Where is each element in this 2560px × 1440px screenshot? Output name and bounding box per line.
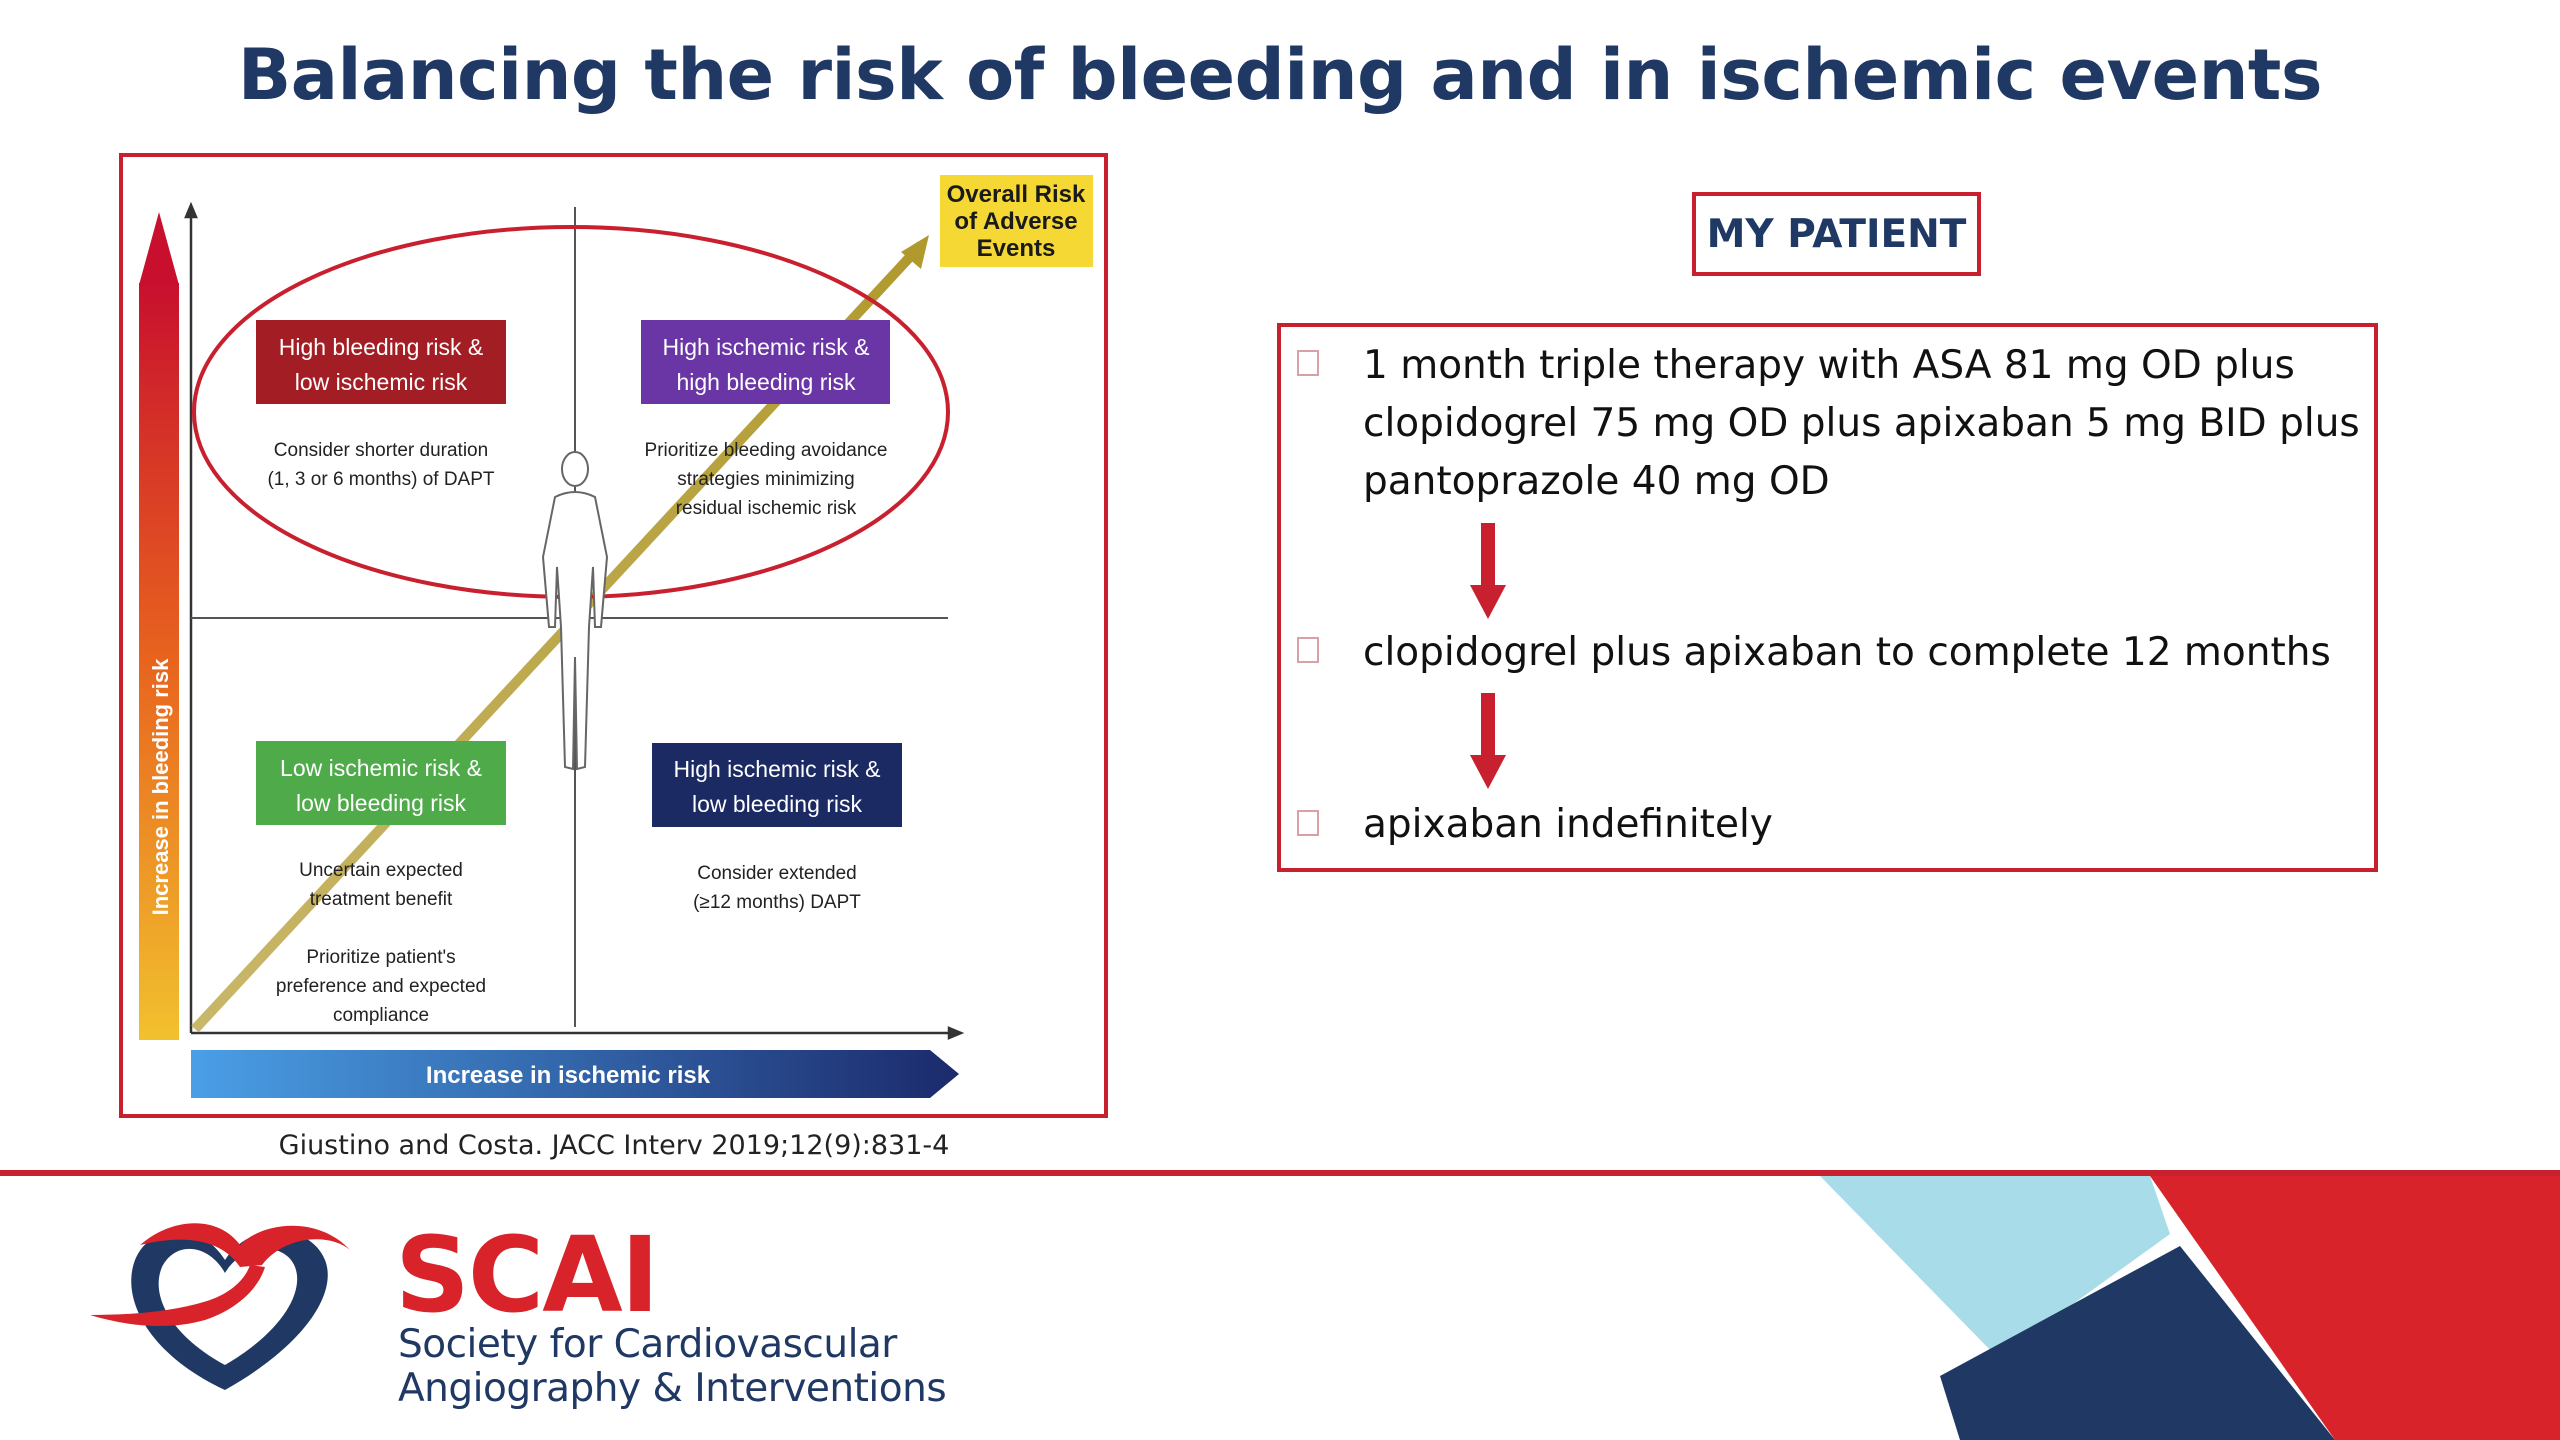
svg-text:High ischemic risk &: High ischemic risk & (662, 334, 869, 360)
quadrant-bottom-right: High ischemic risk & low bleeding risk C… (652, 743, 902, 913)
svg-text:Prioritize bleeding avoidance: Prioritize bleeding avoidance (645, 440, 888, 461)
down-arrow-icon (1470, 523, 1506, 619)
bleeding-risk-arrow (139, 212, 179, 1040)
therapy-step-3: apixaban indefinitely (1363, 802, 1773, 847)
svg-text:preference and expected: preference and expected (276, 976, 486, 997)
scai-logo-text: SCAI (395, 1214, 659, 1336)
org-name-line-1: Society for Cardiovascular (398, 1322, 897, 1367)
quadrant-top-left: High bleeding risk & low ischemic risk C… (256, 320, 506, 490)
svg-text:High bleeding risk &: High bleeding risk & (279, 334, 484, 360)
svg-text:treatment benefit: treatment benefit (310, 889, 453, 910)
ischemic-risk-arrow: Increase in ischemic risk (191, 1050, 959, 1098)
svg-text:low ischemic risk: low ischemic risk (295, 369, 468, 395)
svg-text:compliance: compliance (333, 1005, 429, 1026)
svg-text:Prioritize patient's: Prioritize patient's (306, 947, 455, 968)
svg-text:Low ischemic risk &: Low ischemic risk & (280, 755, 482, 781)
risk-matrix-svg: Increase in bleeding risk Overall Risk o… (139, 175, 1093, 1098)
svg-text:(1, 3 or 6 months) of DAPT: (1, 3 or 6 months) of DAPT (267, 469, 494, 490)
overall-risk-box (940, 175, 1093, 267)
my-patient-heading: MY PATIENT (1692, 192, 1981, 276)
my-patient-label: MY PATIENT (1706, 211, 1967, 257)
bullet-box-icon (1297, 637, 1319, 663)
svg-text:High ischemic risk &: High ischemic risk & (673, 756, 880, 782)
corner-decoration (1820, 1176, 2560, 1440)
overall-risk-label: Overall Risk of Adverse Events (947, 181, 1086, 262)
therapy-step-1: 1 month triple therapy with ASA 81 mg OD… (1363, 343, 2360, 504)
svg-text:(≥12 months) DAPT: (≥12 months) DAPT (693, 892, 861, 913)
bullet-box-icon (1297, 810, 1319, 836)
svg-text:strategies minimizing: strategies minimizing (677, 469, 854, 490)
svg-text:of Adverse: of Adverse (954, 208, 1077, 235)
scai-heart-logo-icon (90, 1223, 350, 1390)
svg-text:low bleeding risk: low bleeding risk (692, 791, 863, 817)
svg-text:high bleeding risk: high bleeding risk (676, 369, 856, 395)
footer-divider (0, 1170, 2560, 1176)
x-axis-label: Increase in ischemic risk (426, 1062, 711, 1089)
svg-text:Consider extended: Consider extended (697, 863, 857, 884)
down-arrow-icon (1470, 693, 1506, 789)
quadrant-top-right: High ischemic risk & high bleeding risk … (641, 320, 890, 519)
therapy-steps-box: 1 month triple therapy with ASA 81 mg OD… (1277, 323, 2378, 872)
svg-text:Uncertain expected: Uncertain expected (299, 860, 463, 881)
quadrant-bottom-left: Low ischemic risk & low bleeding risk Un… (256, 741, 506, 1026)
svg-text:Events: Events (977, 235, 1056, 262)
svg-text:Consider shorter duration: Consider shorter duration (274, 440, 488, 461)
bullet-box-icon (1297, 350, 1319, 376)
y-axis-label: Increase in bleeding risk (148, 658, 173, 916)
citation: Giustino and Costa. JACC Interv 2019;12(… (278, 1130, 950, 1161)
human-figure-icon (541, 451, 609, 771)
risk-matrix-figure: Increase in bleeding risk Overall Risk o… (119, 153, 1108, 1118)
org-name-line-2: Angiography & Interventions (398, 1366, 947, 1411)
svg-text:Overall Risk: Overall Risk (947, 181, 1086, 208)
therapy-step-2: clopidogrel plus apixaban to complete 12… (1363, 630, 2331, 675)
slide-title: Balancing the risk of bleeding and in is… (237, 34, 2323, 116)
svg-text:residual ischemic risk: residual ischemic risk (676, 498, 857, 519)
svg-text:low bleeding risk: low bleeding risk (296, 790, 467, 816)
